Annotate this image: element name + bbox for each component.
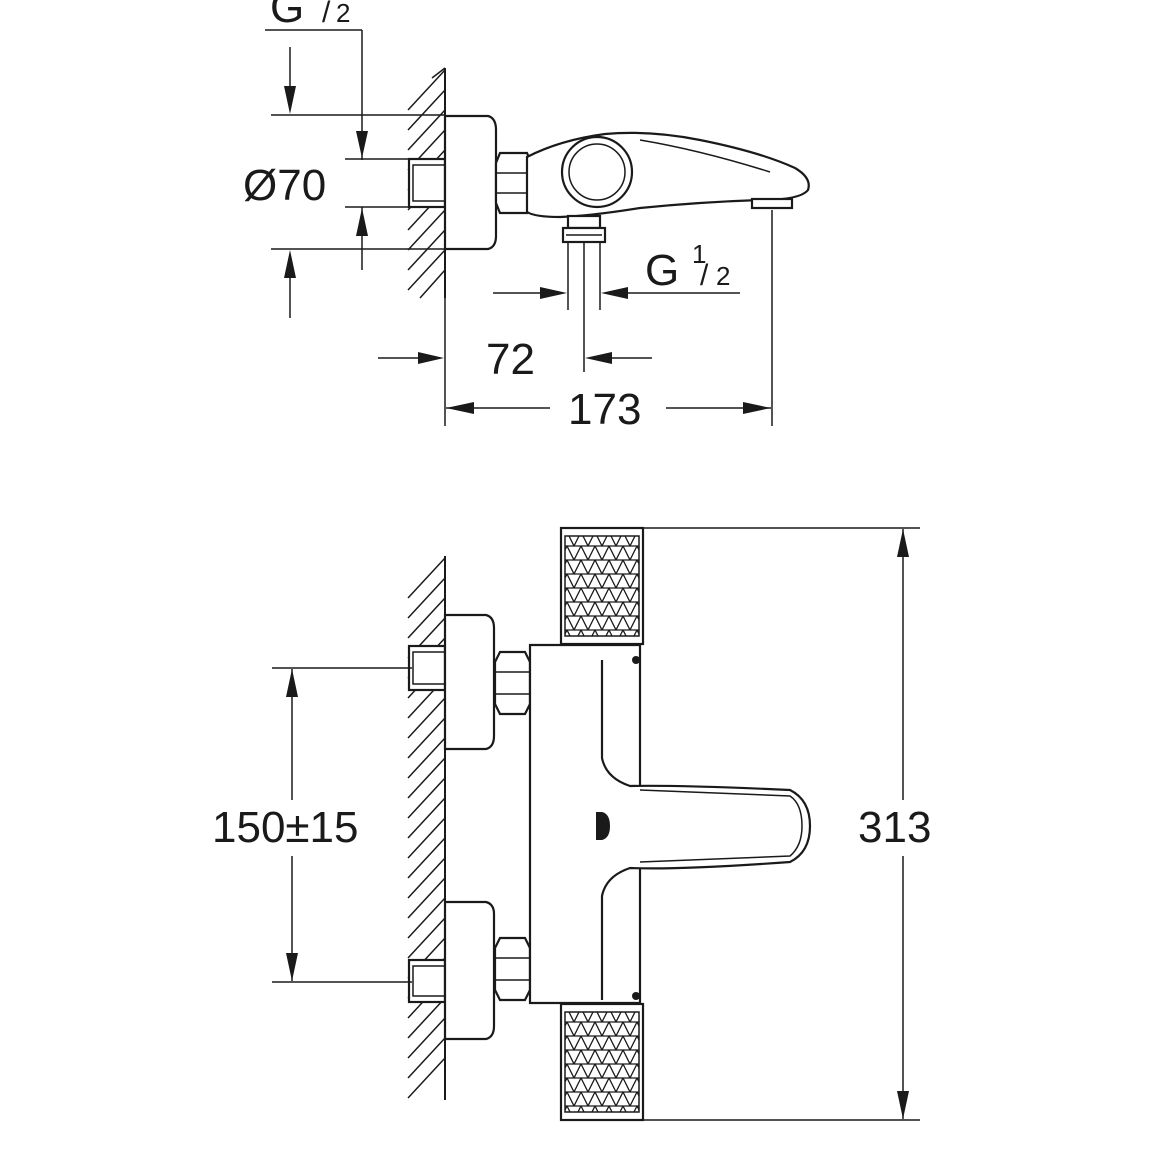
outlet-connector [566, 214, 602, 230]
height-label: 313 [858, 803, 931, 852]
spacing-dimension: 150±15 [212, 667, 412, 983]
brand-logo-mark [596, 812, 610, 840]
wall-hatching-bottom [407, 556, 446, 1100]
height-dimension: 313 [643, 527, 931, 1121]
offset-label: 72 [486, 335, 535, 384]
thread-top-denominator: 2 [336, 0, 350, 28]
diameter-label: Ø70 [243, 161, 326, 210]
temperature-handle-side [560, 135, 634, 209]
offset-dimension: 72 [378, 242, 652, 384]
spout-outlet [750, 197, 794, 210]
thread-dimension-right: G 1 / 2 [493, 239, 740, 310]
spacing-label: 150±15 [212, 803, 359, 852]
spout-front [600, 660, 812, 1000]
thread-top-base: G [270, 0, 304, 32]
pipe-connector [407, 157, 447, 209]
svg-text:/: / [322, 0, 331, 29]
thread-right-denominator: 2 [716, 261, 730, 291]
rosette-lower [443, 900, 496, 1041]
hex-nut-lower [493, 936, 532, 1002]
depth-label: 173 [568, 385, 641, 434]
svg-text:/: / [700, 259, 709, 292]
diameter-dimension: Ø70 [243, 131, 410, 270]
mixer-body-front [528, 643, 642, 1005]
side-view: G / 2 Ø70 G 1 / 2 [243, 0, 810, 434]
thread-right-base: G [645, 246, 679, 295]
hex-nut-upper [493, 650, 532, 716]
depth-dimension: 173 [444, 210, 773, 434]
hex-nut [494, 151, 533, 215]
pipe-connector-lower [407, 958, 447, 1004]
front-view: 150±15 313 [212, 526, 931, 1122]
rosette-upper [443, 613, 496, 751]
rosette [443, 114, 498, 251]
thread-right-numerator: 1 [692, 239, 706, 269]
